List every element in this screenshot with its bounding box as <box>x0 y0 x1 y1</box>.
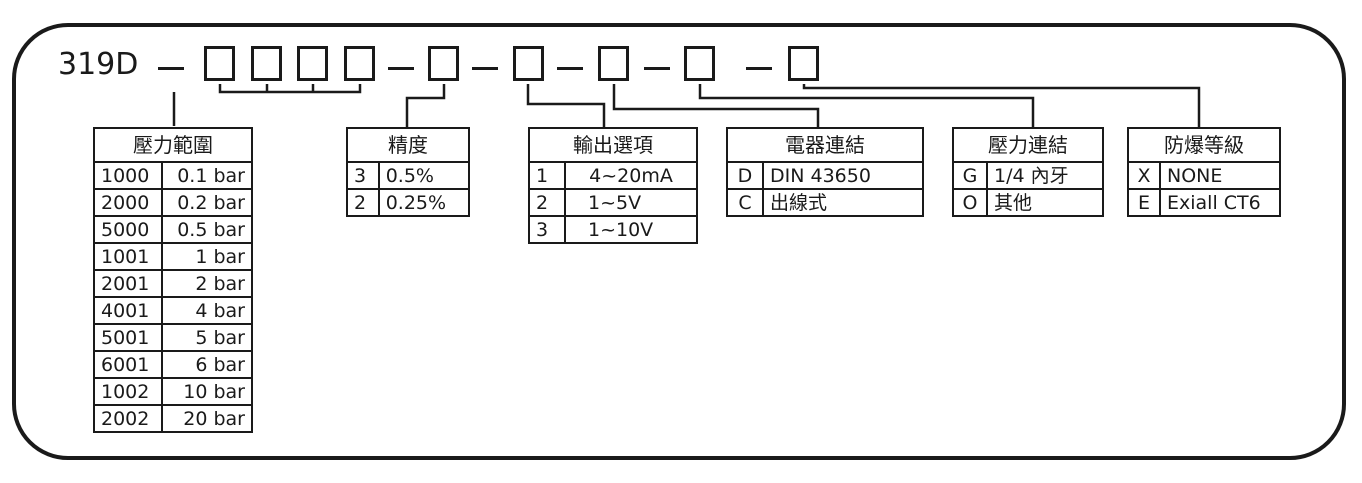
row-value: 1~5V <box>564 188 698 217</box>
connector-pressure-range <box>172 84 362 126</box>
row-code: X <box>1127 161 1161 190</box>
row-code: 1001 <box>92 242 164 271</box>
row-code: E <box>1127 188 1161 217</box>
row-code: G <box>952 161 988 190</box>
electrical-title: 電器連結 <box>726 127 924 163</box>
row-value: 4~20mA <box>564 161 698 190</box>
code-slot-explosion <box>788 46 819 81</box>
row-code: 2002 <box>92 404 164 433</box>
row-value: 0.5% <box>377 161 471 190</box>
row-code: 3 <box>528 215 566 244</box>
separator-dash <box>557 67 583 70</box>
separator-dash <box>644 67 670 70</box>
code-slot-pressure-3 <box>297 46 328 81</box>
row-code: O <box>952 188 988 217</box>
row-code: 2 <box>346 188 380 217</box>
row-value: 1 bar <box>161 242 253 271</box>
row-value: 5 bar <box>161 323 253 352</box>
explosion-title: 防爆等級 <box>1127 127 1281 163</box>
model-number: 319D <box>58 47 139 82</box>
code-slot-pressure-conn <box>684 46 715 81</box>
row-value: 0.5 bar <box>161 215 253 244</box>
row-value: 出線式 <box>762 188 924 217</box>
row-value: 1/4 內牙 <box>986 161 1104 190</box>
row-value: 0.1 bar <box>161 161 253 190</box>
row-code: 5000 <box>92 215 164 244</box>
connector-explosion <box>802 84 1201 128</box>
row-code: C <box>726 188 764 217</box>
separator-dash <box>388 67 414 70</box>
connector-output <box>526 84 606 128</box>
pressure-range-title: 壓力範圍 <box>93 127 253 163</box>
row-code: 2001 <box>92 269 164 298</box>
row-value: 0.2 bar <box>161 188 253 217</box>
row-value: 0.25% <box>377 188 471 217</box>
row-code: 4001 <box>92 296 164 325</box>
row-value: 2 bar <box>161 269 253 298</box>
connector-pressure-conn <box>698 84 1035 128</box>
diagram-frame <box>12 23 1346 460</box>
output-title: 輸出選項 <box>528 127 698 163</box>
code-slot-electrical <box>598 46 629 81</box>
row-value: 4 bar <box>161 296 253 325</box>
row-code: 3 <box>346 161 380 190</box>
accuracy-title: 精度 <box>346 127 470 163</box>
separator-dash <box>746 67 772 70</box>
row-value: DIN 43650 <box>762 161 924 190</box>
row-value: 10 bar <box>161 377 253 406</box>
row-value: 1~10V <box>564 215 698 244</box>
row-code: 1002 <box>92 377 164 406</box>
row-value: NONE <box>1159 161 1281 190</box>
row-value: 其他 <box>986 188 1104 217</box>
row-code: 6001 <box>92 350 164 379</box>
connector-accuracy <box>405 84 446 128</box>
row-code: 1 <box>528 161 566 190</box>
code-slot-pressure-2 <box>251 46 282 81</box>
row-value: Exiall CT6 <box>1159 188 1281 217</box>
separator-dash <box>158 67 184 70</box>
row-code: 1000 <box>92 161 164 190</box>
row-code: 5001 <box>92 323 164 352</box>
code-slot-pressure-4 <box>344 46 375 81</box>
code-slot-output <box>513 46 544 81</box>
code-slot-accuracy <box>428 46 459 81</box>
row-value: 20 bar <box>161 404 253 433</box>
code-slot-pressure-1 <box>204 46 235 81</box>
row-code: D <box>726 161 764 190</box>
row-code: 2000 <box>92 188 164 217</box>
connector-electrical <box>612 84 820 128</box>
pressure-conn-title: 壓力連結 <box>952 127 1104 163</box>
row-code: 2 <box>528 188 566 217</box>
separator-dash <box>472 67 498 70</box>
row-value: 6 bar <box>161 350 253 379</box>
